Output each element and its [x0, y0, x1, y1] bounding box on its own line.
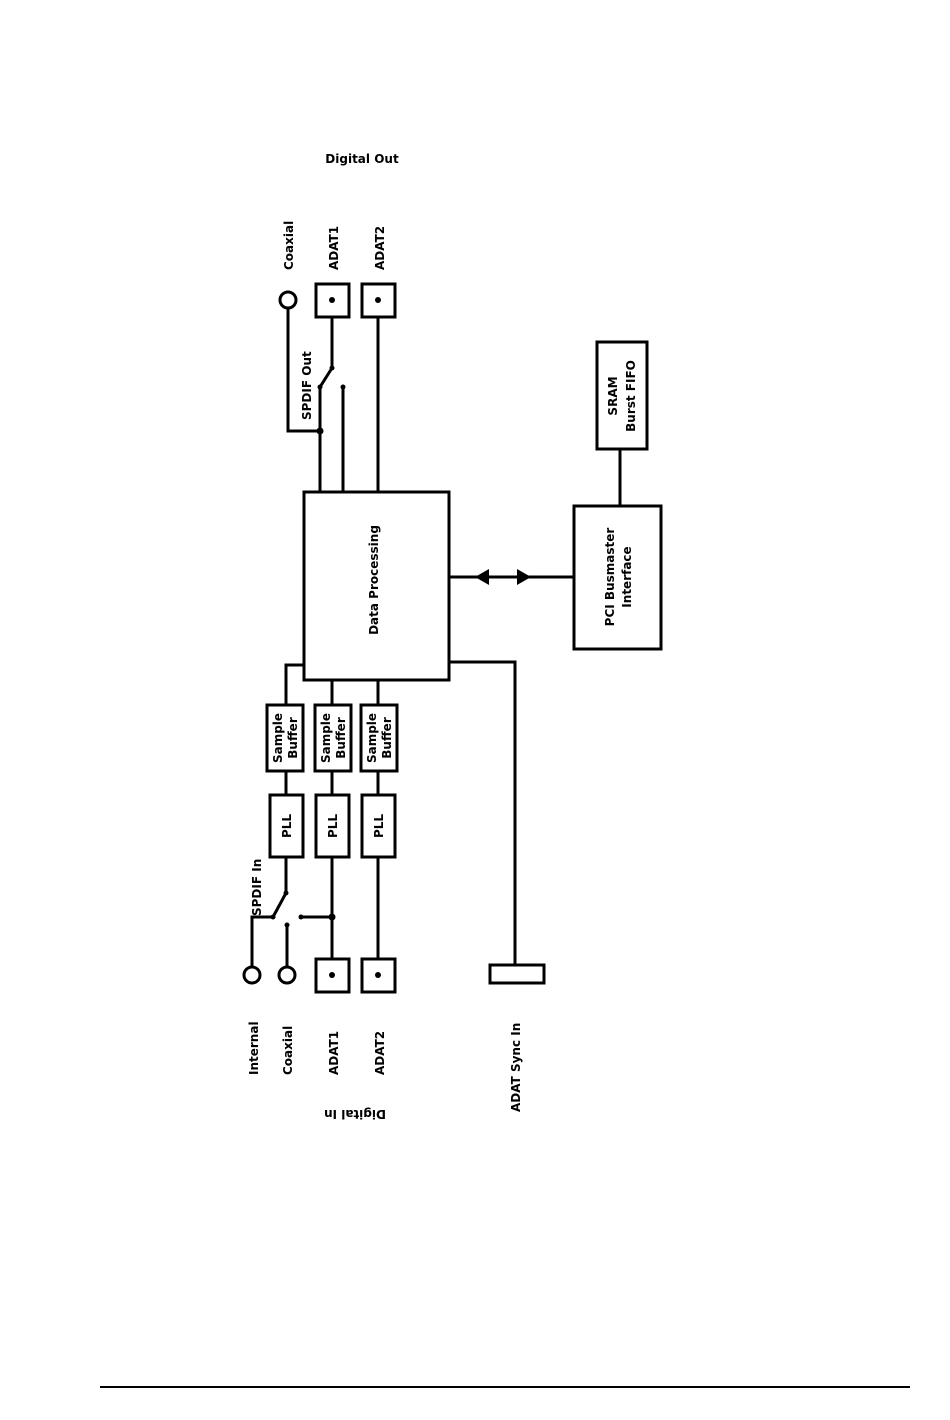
adat-sync-connector — [490, 965, 544, 983]
spdif-out-label: SPDIF Out — [300, 351, 314, 420]
in-adat1-label: ADAT1 — [327, 1031, 341, 1075]
bus-arrow-right — [517, 569, 531, 585]
digital-out-title: Digital Out — [325, 152, 399, 166]
in-internal-label: Internal — [247, 1021, 261, 1075]
pll-adat1-label: PLL — [326, 814, 340, 838]
bus-arrow-left — [475, 569, 489, 585]
sample-buffer-adat2-line2: Buffer — [380, 717, 394, 759]
sram-label: SRAM — [606, 376, 620, 415]
sample-buffer-adat1-line1: Sample — [319, 713, 333, 763]
pll-spdif-label: PLL — [280, 814, 294, 838]
sram-burst-fifo-box — [597, 342, 647, 449]
data-processing-label: Data Processing — [367, 525, 381, 635]
spdif-in-label: SPDIF In — [250, 859, 264, 916]
burst-fifo-label: Burst FIFO — [624, 360, 638, 432]
out-coaxial-label: Coaxial — [282, 221, 296, 270]
spdif-in-switch — [273, 893, 286, 917]
pci-interface-label: Interface — [620, 546, 634, 607]
spdif-out-switch — [320, 368, 332, 387]
out-adat2-label: ADAT2 — [373, 226, 387, 270]
digital-in-title: Digital In — [324, 1107, 386, 1121]
footer-rule — [100, 1386, 910, 1388]
sample-buffer-adat1-line2: Buffer — [334, 717, 348, 759]
pci-busmaster-box — [574, 506, 661, 649]
sample-buffer-adat2-line1: Sample — [365, 713, 379, 763]
out-coaxial-connector — [280, 292, 296, 308]
adat-sync-line — [449, 662, 515, 965]
sample-buffer-spdif-line2: Buffer — [286, 717, 300, 759]
in-coaxial-connector — [279, 967, 295, 983]
pci-busmaster-label: PCI Busmaster — [603, 528, 617, 627]
in-coaxial-label: Coaxial — [281, 1026, 295, 1075]
pll-adat2-label: PLL — [372, 814, 386, 838]
adat-sync-label: ADAT Sync In — [509, 1023, 523, 1112]
out-adat1-label: ADAT1 — [327, 226, 341, 270]
in-adat2-label: ADAT2 — [373, 1031, 387, 1075]
sample-buffer-spdif-line1: Sample — [271, 713, 285, 763]
in-internal-connector — [244, 967, 260, 983]
